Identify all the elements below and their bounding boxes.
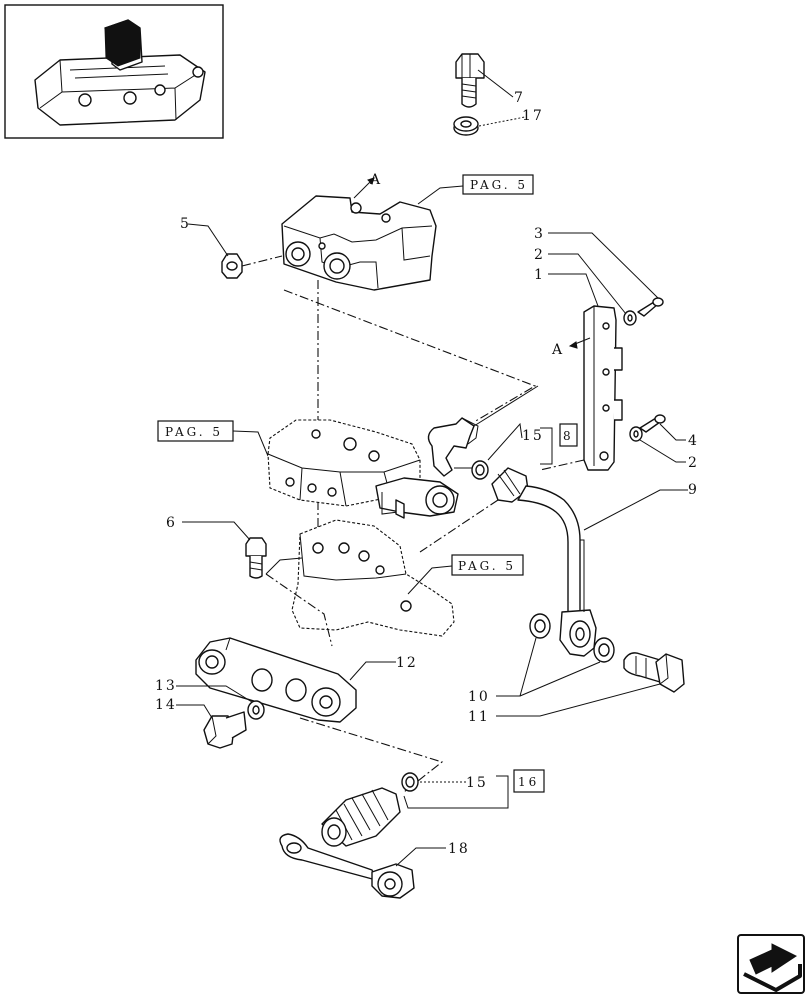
callout-17: 17 [522, 108, 544, 124]
svg-text:PAG. 5: PAG. 5 [165, 425, 223, 439]
marker-a-top: A [369, 172, 382, 188]
control-valve-body-top[interactable] [281, 195, 437, 291]
banjo-bolt-11[interactable] [623, 652, 685, 693]
callout-7: 7 [514, 90, 525, 106]
next-page-arrow-icon[interactable] [737, 934, 805, 994]
screw-3[interactable] [637, 297, 664, 317]
svg-text:PAG. 5: PAG. 5 [458, 559, 516, 573]
callout-3: 3 [534, 226, 545, 242]
dust-cap-18[interactable] [279, 833, 415, 899]
washer-17[interactable] [453, 116, 479, 136]
svg-text:PAG. 5: PAG. 5 [470, 178, 528, 192]
marker-a-side: A [551, 342, 564, 358]
pipe-9[interactable] [491, 467, 597, 657]
callout-13: 13 [155, 678, 177, 694]
washer-2-lower[interactable] [629, 426, 643, 442]
nut-5[interactable] [221, 253, 243, 279]
callout-15-top: 15 [522, 428, 544, 444]
callout-9: 9 [688, 482, 699, 498]
ref-box-16[interactable]: 16 [513, 769, 545, 793]
washer-15-top[interactable] [471, 460, 489, 480]
washer-10-left[interactable] [529, 613, 551, 639]
callout-6: 6 [166, 515, 177, 531]
ref-box-pag-5-mid[interactable]: PAG. 5 [157, 420, 234, 442]
callout-4: 4 [688, 433, 699, 449]
plug-14[interactable] [203, 711, 247, 749]
control-valve-body-mid[interactable] [267, 419, 459, 519]
screw-4[interactable] [639, 414, 666, 433]
lift-housing-thumbnail-icon [34, 19, 206, 126]
svg-text:16: 16 [518, 775, 539, 789]
callout-1: 1 [534, 267, 545, 283]
callout-14: 14 [155, 697, 177, 713]
ref-box-8[interactable]: 8 [559, 423, 578, 447]
callout-18: 18 [448, 841, 470, 857]
callout-10: 10 [468, 689, 490, 705]
callout-2-top: 2 [534, 247, 545, 263]
bracket-1[interactable] [583, 305, 623, 471]
ref-box-pag-5-top[interactable]: PAG. 5 [462, 174, 534, 195]
washer-15-lower[interactable] [401, 772, 419, 792]
washer-13[interactable] [247, 700, 265, 720]
callout-5: 5 [180, 216, 191, 232]
bolt-7[interactable] [455, 53, 485, 108]
manifold-12[interactable] [195, 637, 357, 723]
callout-15-lower: 15 [466, 775, 488, 791]
thumbnail-locator[interactable] [4, 4, 224, 139]
control-valve-body-lower[interactable] [265, 519, 455, 637]
washer-10-right[interactable] [593, 637, 615, 663]
washer-2-top[interactable] [623, 310, 637, 326]
svg-text:8: 8 [563, 429, 574, 443]
elbow-fitting[interactable] [427, 385, 539, 477]
callout-12: 12 [396, 655, 418, 671]
ref-box-pag-5-low[interactable]: PAG. 5 [451, 554, 524, 576]
callout-2-lower: 2 [688, 455, 699, 471]
quick-coupling[interactable] [321, 787, 401, 847]
callout-11: 11 [468, 709, 490, 725]
bolt-6[interactable] [245, 537, 267, 579]
